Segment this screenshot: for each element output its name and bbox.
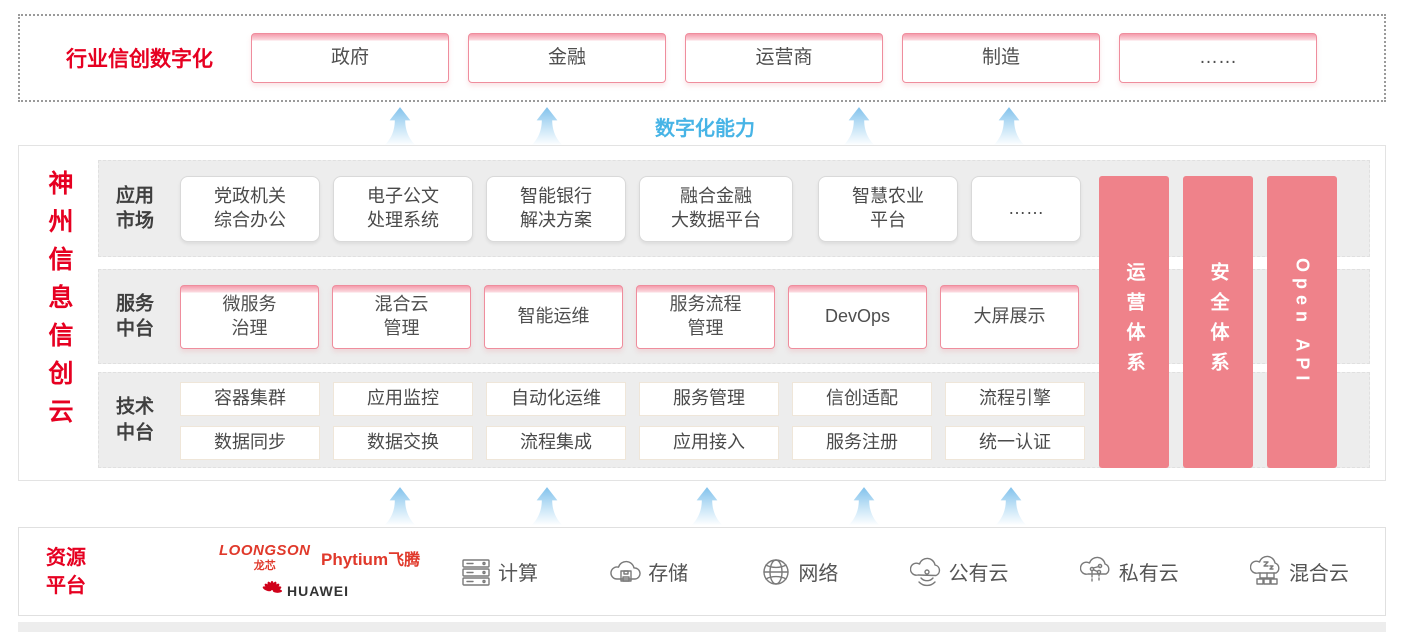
service-boxes: 微服务 治理 混合云 管理 智能运维 服务流程 管理 DevOps 大屏展示 [180, 284, 1079, 349]
app-box: 融合金融 大数据平台 [639, 175, 793, 242]
service-box: 智能运维 [484, 284, 623, 349]
tech-box: 数据同步 [180, 426, 320, 460]
tech-platform-row: 技术 中台 容器集群 应用监控 自动化运维 服务管理 信创适配 流程引擎 数据同… [98, 372, 1370, 468]
app-box: 智能银行 解决方案 [486, 175, 626, 242]
industry-section: 行业信创数字化 政府 金融 运营商 制造 …… [18, 14, 1386, 102]
loongson-logo: LOONGSON 龙芯 [219, 542, 311, 572]
storage-cloud-icon [610, 560, 641, 582]
app-box: 党政机关 综合办公 [180, 175, 320, 242]
industry-boxes: 政府 金融 运营商 制造 …… [251, 33, 1317, 83]
capability-label: 数字化能力 [655, 118, 755, 140]
tech-box: 应用接入 [639, 426, 779, 460]
app-market-boxes: 党政机关 综合办公 电子公文 处理系统 智能银行 解决方案 融合金融 大数据平台… [180, 175, 1081, 242]
industry-box-finance: 金融 [468, 33, 666, 83]
platform-title: 神州信息信创云 [45, 170, 73, 436]
up-arrow-icon [531, 487, 563, 525]
resource-storage: 存储 [609, 555, 688, 589]
tech-box: 服务管理 [639, 382, 779, 416]
app-box: 智慧农业 平台 [818, 175, 958, 242]
tech-box: 流程集成 [486, 426, 626, 460]
tech-box: 自动化运维 [486, 382, 626, 416]
sidebar-security-system: 安全体系 [1183, 176, 1253, 468]
service-platform-row: 服务 中台 微服务 治理 混合云 管理 智能运维 服务流程 管理 DevOps … [98, 269, 1370, 364]
service-box: DevOps [788, 284, 927, 349]
resource-network: 网络 [759, 555, 838, 589]
tech-box: 统一认证 [945, 426, 1085, 460]
resource-compute: 计算 [459, 555, 538, 589]
row-label-app-market: 应用 市场 [116, 184, 155, 232]
service-box: 大屏展示 [940, 284, 1079, 349]
up-arrow-icon [995, 487, 1027, 525]
vendor-logos: LOONGSON 龙芯 Phytium飞腾 [209, 536, 439, 608]
tech-box: 容器集群 [180, 382, 320, 416]
industry-section-title: 行业信创数字化 [66, 48, 213, 71]
sidebar-operations-system: 运营体系 [1099, 176, 1169, 468]
resource-section-title: 资源 平台 [46, 546, 86, 597]
platform-section: 神州信息信创云 应用 市场 党政机关 综合办公 电子公文 处理系统 智能银行 解… [18, 145, 1386, 481]
up-arrow-icon [993, 107, 1025, 145]
row-label-tech: 技术 中台 [116, 396, 155, 443]
resource-hybrid-cloud: 混合云 [1249, 555, 1349, 589]
bottom-strip [18, 622, 1386, 632]
huawei-flower-icon [262, 580, 283, 593]
public-cloud-icon [909, 557, 940, 586]
hybrid-cloud-icon [1249, 555, 1280, 585]
up-arrow-icon [848, 487, 880, 525]
up-arrow-icon [843, 107, 875, 145]
industry-box-telecom: 运营商 [685, 33, 883, 83]
up-arrow-icon [531, 107, 563, 145]
resource-private-cloud: 私有云 [1079, 555, 1179, 589]
up-arrow-icon [384, 487, 416, 525]
phytium-logo: Phytium飞腾 [321, 550, 421, 569]
up-arrow-icon [384, 107, 416, 145]
resource-section: 资源 平台 LOONGSON 龙芯 Phytium飞腾 [18, 527, 1386, 616]
tech-box: 信创适配 [792, 382, 932, 416]
sidebar-open-api: Open API [1267, 176, 1337, 468]
tech-box: 应用监控 [333, 382, 473, 416]
up-arrow-icon [691, 487, 723, 525]
app-market-row: 应用 市场 党政机关 综合办公 电子公文 处理系统 智能银行 解决方案 融合金融… [98, 160, 1370, 257]
tech-box: 数据交换 [333, 426, 473, 460]
tech-box: 流程引擎 [945, 382, 1085, 416]
server-icon [462, 558, 490, 586]
tech-boxes: 容器集群 应用监控 自动化运维 服务管理 信创适配 流程引擎 数据同步 数据交换… [180, 382, 1085, 460]
app-box-ellipsis: …… [971, 175, 1081, 242]
network-globe-icon [763, 558, 790, 585]
service-box: 微服务 治理 [180, 284, 319, 349]
industry-box-government: 政府 [251, 33, 449, 83]
app-box: 电子公文 处理系统 [333, 175, 473, 242]
service-box: 服务流程 管理 [636, 284, 775, 349]
industry-box-ellipsis: …… [1119, 33, 1317, 83]
resource-public-cloud: 公有云 [909, 555, 1009, 589]
industry-box-manufacturing: 制造 [902, 33, 1100, 83]
tech-box: 服务注册 [792, 426, 932, 460]
huawei-logo: HUAWEI [261, 580, 349, 602]
row-label-service: 服务 中台 [116, 292, 155, 340]
resource-items: 计算 存储 网络 [459, 528, 1349, 615]
private-cloud-icon [1079, 556, 1110, 582]
service-box: 混合云 管理 [332, 284, 471, 349]
